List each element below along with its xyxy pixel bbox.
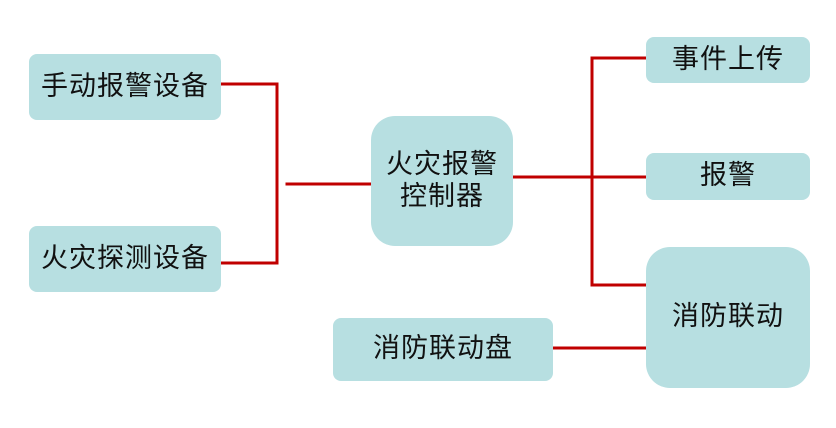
manual-alarm-device-node: 手动报警设备 (29, 54, 221, 120)
fire-alarm-controller-node: 火灾报警控制器 (371, 116, 513, 246)
fire-detector-node: 火灾探测设备 (29, 226, 221, 292)
alarm-node: 报警 (646, 153, 810, 200)
connector-manual-to-bus (219, 82, 279, 265)
fire-linkage-panel-node: 消防联动盘 (333, 318, 553, 381)
event-upload-node: 事件上传 (646, 37, 810, 83)
fire-linkage-node: 消防联动 (646, 247, 810, 388)
